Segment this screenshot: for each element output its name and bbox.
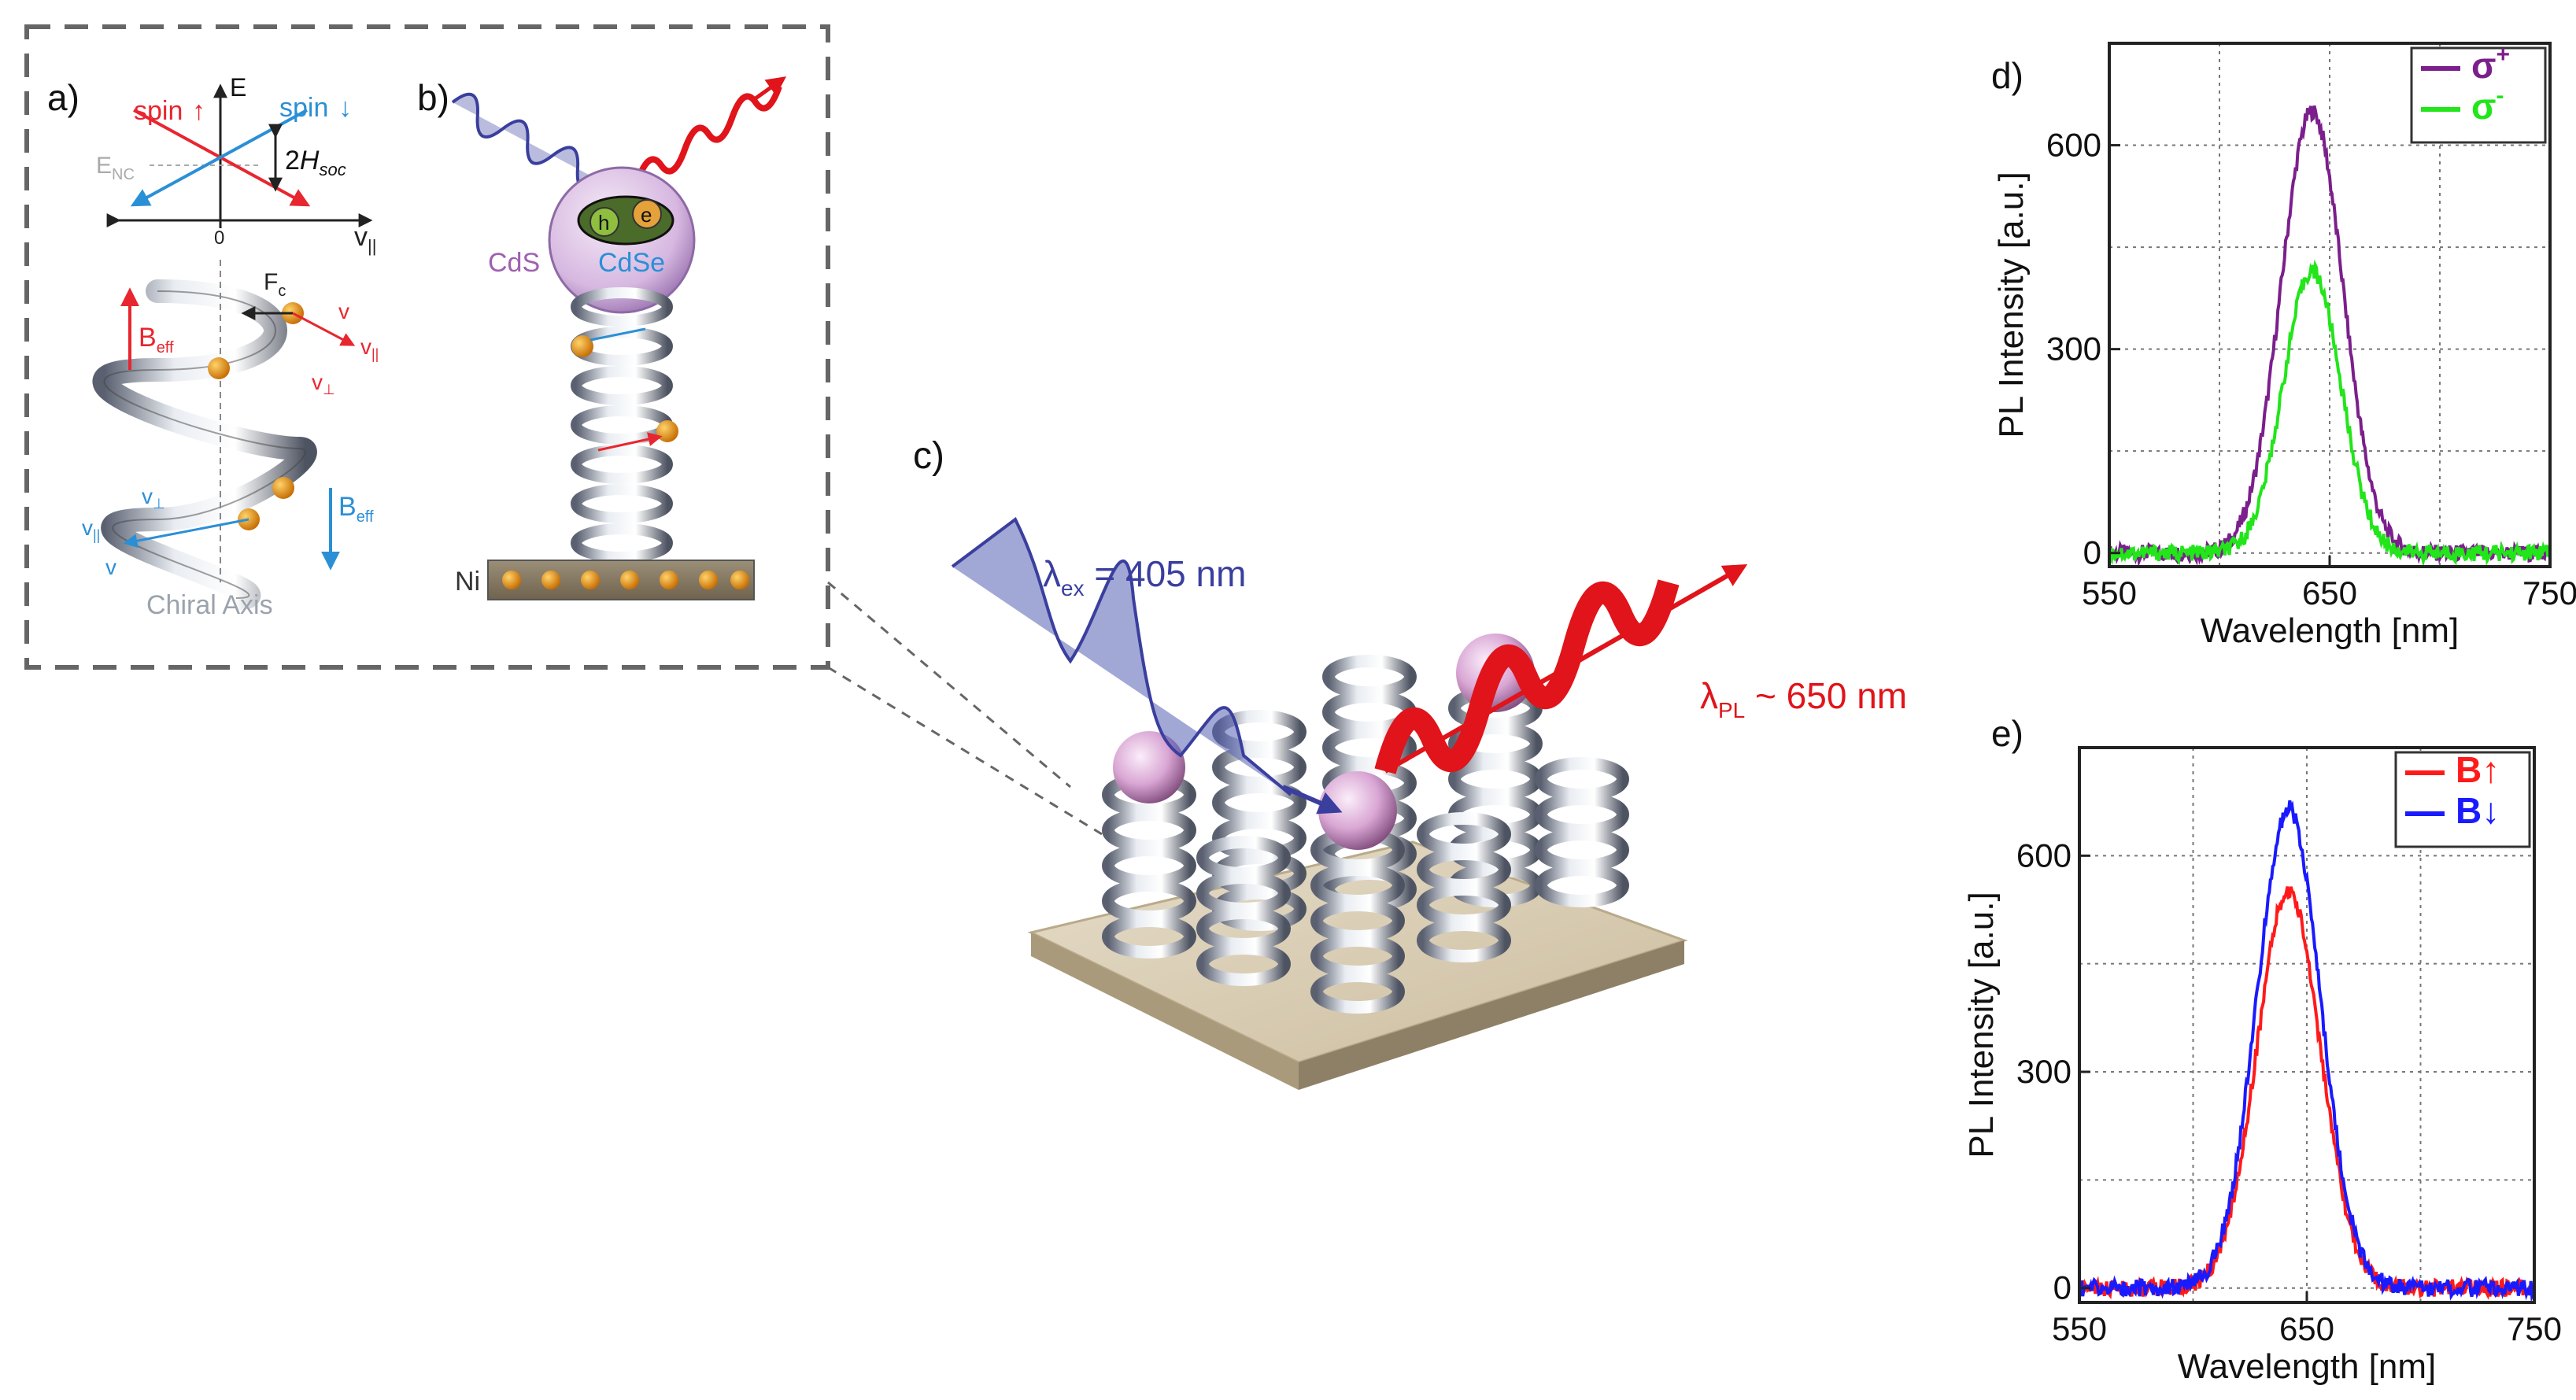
zoom-line-upper [827,581,1071,789]
legend-box [2394,751,2531,848]
tick-label-y: 0 [2083,534,2101,571]
tick-label-x: 550 [2052,1310,2107,1347]
coil [1535,757,1629,907]
series-line [2078,800,2536,1302]
legend-label: σ- [2471,83,2504,127]
legend-label: σ+ [2471,42,2510,86]
y-axis-label: PL Intensity [a.u.] [1992,172,2031,438]
panel-d-label: d) [1991,55,2023,96]
force-label: Fc [264,269,286,300]
emission-arrowhead [754,76,787,101]
inset-dashed-box [24,24,830,670]
quantum-dot-sphere [1318,771,1397,850]
panel-b-label: b) [417,77,449,118]
panel-c: c) [913,435,1907,1090]
hole-label: h [598,211,609,235]
v-perp-red-label: v⊥ [312,370,335,397]
tick-label-x: 750 [2522,574,2576,611]
electron-ball [272,477,294,499]
electron-label: e [641,203,652,227]
x-axis-label: Wavelength [nm] [2178,1347,2437,1386]
electron-icon [632,199,662,229]
ni-label: Ni [455,567,480,597]
excitation-label: λex = 405 nm [1043,553,1246,600]
panel-c-label: c) [913,435,944,477]
spin-arrow-red [597,432,663,452]
emission-wave [1374,579,1680,774]
coil [1417,812,1511,962]
cdse-label: CdSe [598,248,665,278]
spin-down-label: spin [279,93,328,123]
arrow-down-icon: ↓ [338,93,352,123]
hole-icon [589,207,619,237]
electron-ball [571,335,593,357]
zoom-line-lower [827,666,1103,836]
velocity-arrow-red [292,312,356,346]
series-line [2078,886,2536,1301]
tick-label-x: 750 [2507,1310,2562,1347]
energy-axis-label: E [230,73,246,102]
panel-e-label: e) [1991,713,2023,754]
tick-label-y: 0 [2053,1269,2072,1306]
chiral-helix [92,279,317,610]
panel-a-label: a) [47,77,79,118]
spin-arrow-blue [589,327,646,342]
tick-label-x: 650 [2302,574,2357,611]
y-axis-label: PL Intensity [a.u.] [1962,892,2001,1158]
chiral-axis-label: Chiral Axis [146,590,273,620]
plate-side-left [1031,933,1299,1090]
hsoc-label: 2Hsoc [285,146,346,179]
enc-label: ENC [96,153,135,183]
arrow-up-icon: ↑ [192,96,205,126]
panel-b-coil [571,287,673,563]
x-axis-label: Wavelength [nm] [2201,611,2460,650]
tick-label-y: 600 [2046,127,2101,164]
coil [1102,773,1196,959]
emission-arrow [1384,564,1748,774]
v-blue-label: v [105,555,116,579]
tick-label-x: 650 [2279,1310,2334,1347]
beff-down-label: Beff [338,492,374,526]
tick-label-y: 600 [2016,837,2072,874]
spin-up-label: spin [134,96,183,126]
coil [1196,836,1291,986]
tick-label-x: 550 [2082,574,2137,611]
velocity-arrow-blue [123,518,249,549]
v-par-blue-label: v|| [82,515,100,543]
legend-label: B↑ [2456,749,2500,790]
cds-label: CdS [488,248,540,278]
velocity-axis-label: v|| [354,222,376,256]
electron-ball [656,420,678,442]
excitation-wave [951,516,1292,796]
quantum-dot-sphere [1113,731,1185,803]
zero-label: 0 [214,227,224,249]
excitation-wave-fill [453,94,603,190]
beff-up-label: Beff [139,323,174,356]
tick-label-y: 300 [2016,1053,2072,1090]
chiral-helix-outline [103,290,306,599]
ni-spins [502,571,749,589]
legend-box [2410,46,2547,144]
plate-side-right [1299,940,1684,1090]
coil-array [1102,655,1629,1014]
series-line [2108,259,2552,567]
panel-a: a) spin ↑ spin ↓ E ENC 2Hsoc 0 v|| Beff … [47,73,379,620]
excitation-arrow [1281,785,1343,815]
panel-b: b) h e CdS CdSe Ni [417,76,787,600]
excitation-wave-small [451,92,604,192]
emission-label: λPL ~ 650 nm [1700,675,1907,722]
v-par-red-label: v|| [360,334,379,362]
legend-label: B↓ [2456,790,2500,831]
v-perp-blue-label: v⊥ [142,484,165,512]
electron-ball [208,357,230,379]
tick-label-y: 300 [2046,331,2101,368]
emission-wave-small [634,85,782,183]
v-red-label: v [338,299,349,323]
